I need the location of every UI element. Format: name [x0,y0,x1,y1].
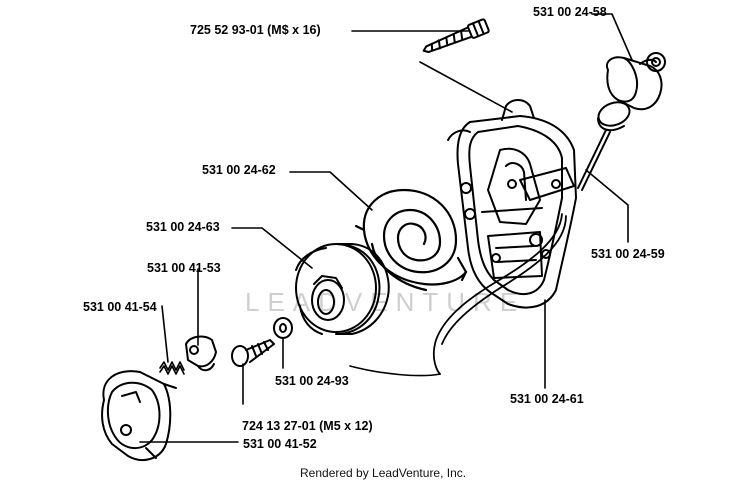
spring-drawing [354,188,468,292]
washer-drawing [273,317,293,339]
label-screw-center: 724 13 27-01 (M5 x 12) [242,419,373,433]
pulley-drawing [295,243,390,335]
label-pawl: 531 00 41-53 [147,261,221,275]
label-rope: 531 00 24-59 [591,247,665,261]
leader-handle [591,13,633,61]
screw-top-drawing [422,18,490,54]
flywheel-drawing [101,370,177,461]
label-screw-top: 725 52 93-01 (M$ x 16) [190,23,321,37]
label-washer: 531 00 24-93 [275,374,349,388]
leader-lines [139,13,633,443]
pawl-spring-drawing [159,361,185,375]
rope-drawing [432,213,563,375]
rope-end [349,365,441,377]
housing-drawing [447,99,577,309]
label-pulley: 531 00 24-63 [146,220,220,234]
leader-pulley [231,227,313,269]
rope-drawing-2 [441,215,567,345]
leader-spring [289,171,373,211]
screw-center-drawing [231,339,275,367]
leader-rope [585,169,629,243]
label-housing: 531 00 24-61 [510,392,584,406]
handle-drawing [577,52,666,191]
footer-credit: Rendered by LeadVenture, Inc. [300,466,467,480]
label-flywheel: 531 00 41-52 [243,437,317,451]
label-pawl-spring: 531 00 41-54 [83,300,157,314]
pawl-drawing [185,335,217,372]
label-handle: 531 00 24-58 [533,5,607,19]
leader-pawl-spring [161,305,169,363]
screw-top-dashline [419,61,513,113]
label-spring: 531 00 24-62 [202,163,276,177]
